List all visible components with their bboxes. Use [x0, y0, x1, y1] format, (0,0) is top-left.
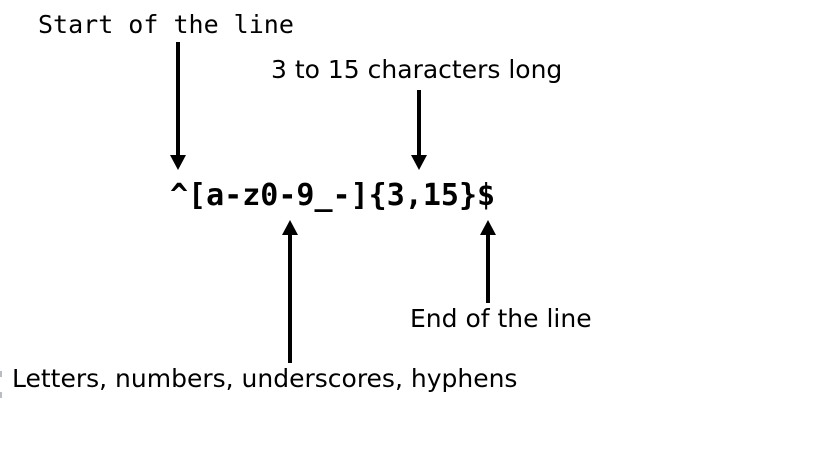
- arrow-shaft: [176, 42, 180, 157]
- down-arrow-length: [411, 90, 427, 170]
- arrow-head-down-icon: [170, 155, 186, 170]
- arrow-head-up-icon: [480, 220, 496, 235]
- arrow-shaft: [288, 233, 292, 363]
- regex-pattern: ^[a-z0-9_-]{3,15}$: [170, 178, 496, 213]
- up-arrow-charclass: [282, 220, 298, 363]
- arrow-head-down-icon: [411, 155, 427, 170]
- length-label: 3 to 15 characters long: [271, 55, 563, 84]
- down-arrow-start-of-line: [170, 42, 186, 170]
- end-of-line-label: End of the line: [410, 304, 592, 333]
- start-of-line-label: Start of the line: [38, 10, 294, 39]
- arrow-head-up-icon: [282, 220, 298, 235]
- edge-artifact: [0, 392, 2, 398]
- arrow-shaft: [417, 90, 421, 157]
- arrow-shaft: [486, 233, 490, 303]
- edge-artifact: [0, 371, 2, 377]
- charclass-label: Letters, numbers, underscores, hyphens: [12, 364, 518, 393]
- up-arrow-end-of-line: [480, 220, 496, 303]
